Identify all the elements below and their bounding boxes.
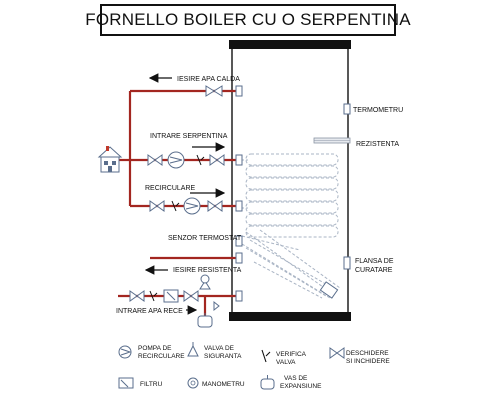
hot-water-shutoff-valve-icon <box>205 85 223 97</box>
flow-arrows <box>144 73 226 315</box>
pressure-gauge-icon <box>200 274 210 284</box>
shutoff-valve-icon <box>329 347 338 359</box>
label-hot-water-out: IESIRE APA CALDA <box>177 76 240 83</box>
shutoff-valve-icon <box>149 200 158 212</box>
legend-filter-label: FILTRU <box>140 381 163 388</box>
shutoff-valve-icon <box>207 200 216 212</box>
label-cold-water-in: INTRARE APA RECE <box>116 308 183 315</box>
label-thermostat-sensor: SENZOR TERMOSTAT <box>168 235 242 242</box>
title-box: FORNELLO BOILER CU O SERPENTINA <box>85 4 411 36</box>
legend-item-pressure-gauge: MANOMETRU <box>187 377 245 389</box>
pump-icon <box>183 197 201 215</box>
legend-pump-line2: RECIRCULARE <box>138 353 185 360</box>
shutoff-valve-icon <box>209 154 218 166</box>
resistance-rod <box>313 137 351 144</box>
check-valve-icon <box>171 200 177 212</box>
label-coil-in: INTRARE SERPENTINA <box>150 133 228 140</box>
legend-item-shutoff-valve: DESCHIDERE SI INCHIDERE <box>329 347 390 365</box>
boiler-tank <box>229 40 351 321</box>
expansion-vessel-icon <box>260 378 275 390</box>
label-resistance-out: IESIRE RESISTENTA <box>173 267 242 274</box>
legend-check-valve-line2: VALVA <box>276 359 296 366</box>
legend-item-check-valve: VERIFICA VALVA <box>261 349 307 366</box>
heating-coil <box>236 153 341 299</box>
tank-nozzles <box>235 85 351 302</box>
house-icon <box>97 146 123 173</box>
legend-shutoff-valve-line2: SI INCHIDERE <box>346 358 390 365</box>
expansion-vessel-icon <box>197 315 213 328</box>
label-resistance: REZISTENTA <box>356 141 399 148</box>
legend-item-expansion-vessel: VAS DE EXPANSIUNE <box>260 375 322 390</box>
filter-icon <box>118 377 134 389</box>
pump-icon <box>167 151 185 169</box>
check-valve-icon <box>261 349 267 363</box>
legend: POMPA DE RECIRCULARE VALVA DE SIGURANTA … <box>118 342 390 390</box>
legend-item-pump: POMPA DE RECIRCULARE <box>118 345 185 360</box>
shutoff-valve-icon <box>147 154 156 166</box>
legend-expansion-vessel-line2: EXPANSIUNE <box>280 383 322 390</box>
coil-line-fixtures <box>147 151 225 169</box>
legend-shutoff-valve-line1: DESCHIDERE <box>346 350 389 357</box>
diagram-title: FORNELLO BOILER CU O SERPENTINA <box>85 10 411 29</box>
label-thermometer: TERMOMETRU <box>353 107 403 114</box>
legend-item-safety-valve: VALVA DE SIGURANTA <box>187 342 242 360</box>
diagram-labels: IESIRE APA CALDA INTRARE SERPENTINA RECI… <box>116 76 403 315</box>
legend-expansion-vessel-line1: VAS DE <box>284 375 308 382</box>
label-cleaning-flange-line1: FLANSA DE <box>355 258 394 265</box>
legend-pressure-gauge-label: MANOMETRU <box>202 381 245 388</box>
legend-pump-line1: POMPA DE <box>138 345 172 352</box>
check-valve-icon <box>196 154 202 166</box>
safety-valve-icon <box>199 280 211 290</box>
recirculation-line-fixtures <box>149 197 223 215</box>
pressure-gauge-icon <box>187 377 199 389</box>
safety-valve-icon <box>187 344 199 357</box>
tank-top-band <box>229 40 351 49</box>
label-recirculation: RECIRCULARE <box>145 185 196 192</box>
legend-check-valve-line1: VERIFICA <box>276 351 307 358</box>
label-cleaning-flange-line2: CURATARE <box>355 267 393 274</box>
tank-bottom-band <box>229 312 351 321</box>
legend-item-filter: FILTRU <box>118 377 163 389</box>
legend-safety-valve-line1: VALVA DE <box>204 345 235 352</box>
check-valve-icon <box>149 290 155 302</box>
cleaning-flange-cover <box>319 281 339 299</box>
legend-safety-valve-line2: SIGURANTA <box>204 353 242 360</box>
shutoff-valve-icon <box>183 290 192 302</box>
shutoff-valve-icon <box>129 290 138 302</box>
cold-water-line-fixtures <box>129 274 220 328</box>
